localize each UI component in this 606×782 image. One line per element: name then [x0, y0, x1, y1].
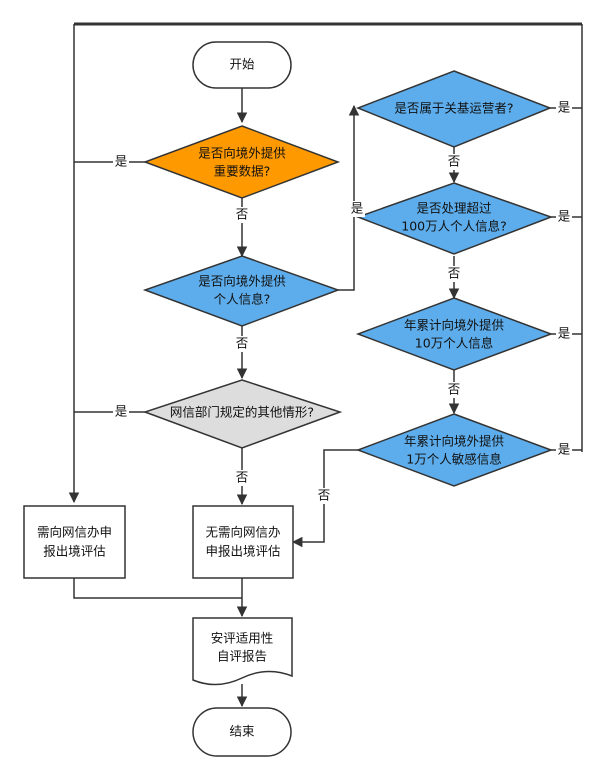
million-line2: 100万人个人信息? — [401, 219, 507, 234]
label-100k-yes: 是 — [556, 326, 572, 342]
label-important-no: 否 — [234, 207, 250, 223]
start-label: 开始 — [229, 57, 255, 72]
label-personal-yes: 是 — [349, 201, 365, 217]
million-people-decision: 是否处理超过 100万人个人信息? — [355, 182, 554, 255]
100k-line1: 年累计向境外提供 — [404, 318, 504, 333]
svg-text:是: 是 — [558, 209, 571, 224]
100k-decision: 年累计向境外提供 10万个人信息 — [355, 297, 554, 371]
svg-text:否: 否 — [236, 207, 249, 222]
self-assessment-report: 安评适用性 自评报告 — [192, 617, 293, 686]
important-data-line2: 重要数据? — [214, 164, 271, 179]
self-report-line1: 安评适用性 — [211, 631, 274, 646]
10k-line1: 年累计向境外提供 — [404, 434, 504, 449]
svg-text:是: 是 — [115, 404, 128, 419]
need-assessment-box: 需向网信办申 报出境评估 — [23, 505, 126, 579]
label-important-yes: 是 — [113, 154, 129, 170]
label-personal-no: 否 — [234, 336, 250, 352]
label-10k-no: 否 — [316, 488, 332, 504]
svg-text:是: 是 — [558, 100, 571, 115]
svg-text:是: 是 — [558, 326, 571, 341]
svg-text:否: 否 — [318, 488, 331, 503]
important-data-line1: 是否向境外提供 — [198, 146, 286, 161]
label-million-yes: 是 — [556, 209, 572, 225]
personal-info-decision: 是否向境外提供 个人信息? — [142, 255, 341, 327]
10k-line2: 1万个人敏感信息 — [406, 452, 501, 467]
other-cases-decision: 网信部门规定的其他情形? — [142, 379, 343, 449]
need-assessment-line2: 报出境评估 — [43, 544, 106, 559]
personal-info-line1: 是否向境外提供 — [198, 274, 286, 289]
100k-line2: 10万个人信息 — [415, 336, 493, 351]
svg-text:是: 是 — [558, 442, 571, 457]
svg-text:是: 是 — [351, 201, 364, 216]
label-other-yes: 是 — [113, 404, 129, 420]
label-10k-yes: 是 — [556, 442, 572, 458]
end-label: 结束 — [229, 724, 255, 739]
no-assessment-line1: 无需向网信办 — [205, 525, 280, 540]
important-data-decision: 是否向境外提供 重要数据? — [142, 125, 341, 199]
cii-operator-label: 是否属于关基运营者? — [394, 101, 513, 116]
edge-personal-to-cii — [338, 104, 360, 291]
no-assessment-box: 无需向网信办 申报出境评估 — [192, 505, 294, 579]
other-cases-label: 网信部门规定的其他情形? — [170, 405, 314, 420]
cii-operator-decision: 是否属于关基运营者? — [355, 70, 553, 148]
label-cii-no: 否 — [446, 154, 462, 170]
svg-text:否: 否 — [448, 154, 461, 169]
end-node: 结束 — [192, 707, 292, 757]
personal-info-line2: 个人信息? — [214, 292, 271, 307]
self-report-line2: 自评报告 — [217, 649, 267, 664]
svg-text:否: 否 — [236, 470, 249, 485]
need-assessment-line1: 需向网信办申 — [37, 525, 112, 540]
10k-sensitive-decision: 年累计向境外提供 1万个人敏感信息 — [355, 413, 554, 487]
svg-text:否: 否 — [236, 336, 249, 351]
label-cii-yes: 是 — [556, 100, 572, 116]
million-line1: 是否处理超过 — [416, 201, 492, 216]
label-million-no: 否 — [446, 266, 462, 282]
svg-text:否: 否 — [448, 266, 461, 281]
label-100k-no: 否 — [446, 382, 462, 398]
edge-needassess-merge — [73, 578, 242, 599]
start-node: 开始 — [192, 41, 292, 89]
no-assessment-line2: 申报出境评估 — [205, 544, 280, 559]
svg-text:是: 是 — [115, 154, 128, 169]
label-other-no: 否 — [234, 470, 250, 486]
svg-text:否: 否 — [448, 382, 461, 397]
